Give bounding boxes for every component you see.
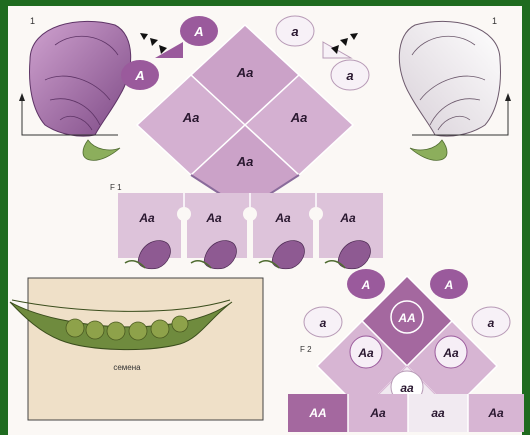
gamete-left-triangle [155,42,183,58]
pea-pod-panel: семена [10,278,263,420]
f2-cell-left-label: Aa [357,346,374,360]
arrow-left-icon [350,33,358,40]
f1-offspring-row: Aa Aa Aa Aa [118,193,383,269]
arrow-right-icon [140,33,148,40]
pea-seed [172,316,188,332]
f1-label-3: Aa [274,211,291,225]
purple-flower-icon [30,21,131,160]
f1-label-2: Aa [205,211,222,225]
f2-bottom-label-1: AA [308,406,326,420]
f1-label-4: Aa [339,211,356,225]
punnett-label-right: Aa [290,110,308,125]
f2-gamete-top-left-label: A [361,278,371,292]
punnett-label-top: Aa [236,65,254,80]
genotype-right-label: a [346,68,353,83]
f2-cell-right-label: Aa [442,346,459,360]
f1-label: F 1 [110,183,122,192]
arrow-right-icon [150,38,158,46]
f2-cell-top-label: AA [397,311,415,325]
pea-seed [107,322,125,340]
pea-seed [151,320,169,338]
separator-notch [243,207,257,221]
f2-gamete-top-right-label: A [444,278,454,292]
arrow-up-icon [505,93,511,101]
p-label-left: 1 [30,16,35,26]
punnett-label-left: Aa [182,110,200,125]
f2-label: F 2 [300,345,312,354]
f2-cell-bottom-label: aa [400,381,414,395]
genotype-left-label: A [134,68,144,83]
arrow-left-icon [340,38,348,46]
punnett-label-bottom: Aa [236,154,254,169]
f2-bottom-label-2: Aa [369,406,386,420]
separator-notch [177,207,191,221]
pea-seed [129,322,147,340]
f2-bottom-label-4: Aa [487,406,504,420]
pod-caption: семена [113,363,141,372]
f1-label-1: Aa [138,211,155,225]
gamete-left-label: A [193,24,203,39]
f2-gamete-side-left-label: a [320,316,327,330]
p-label-right: 1 [492,16,497,26]
gamete-right-label: a [291,24,298,39]
f2-bottom-label-3: aa [431,406,445,420]
separator-notch [309,207,323,221]
pea-seed [86,321,104,339]
pea-seed [66,319,84,337]
f2-bottom-row: AA Aa aa Aa [288,394,524,432]
f2-gamete-side-right-label: a [488,316,495,330]
white-flower-icon [399,21,500,160]
arrow-up-icon [19,93,25,101]
